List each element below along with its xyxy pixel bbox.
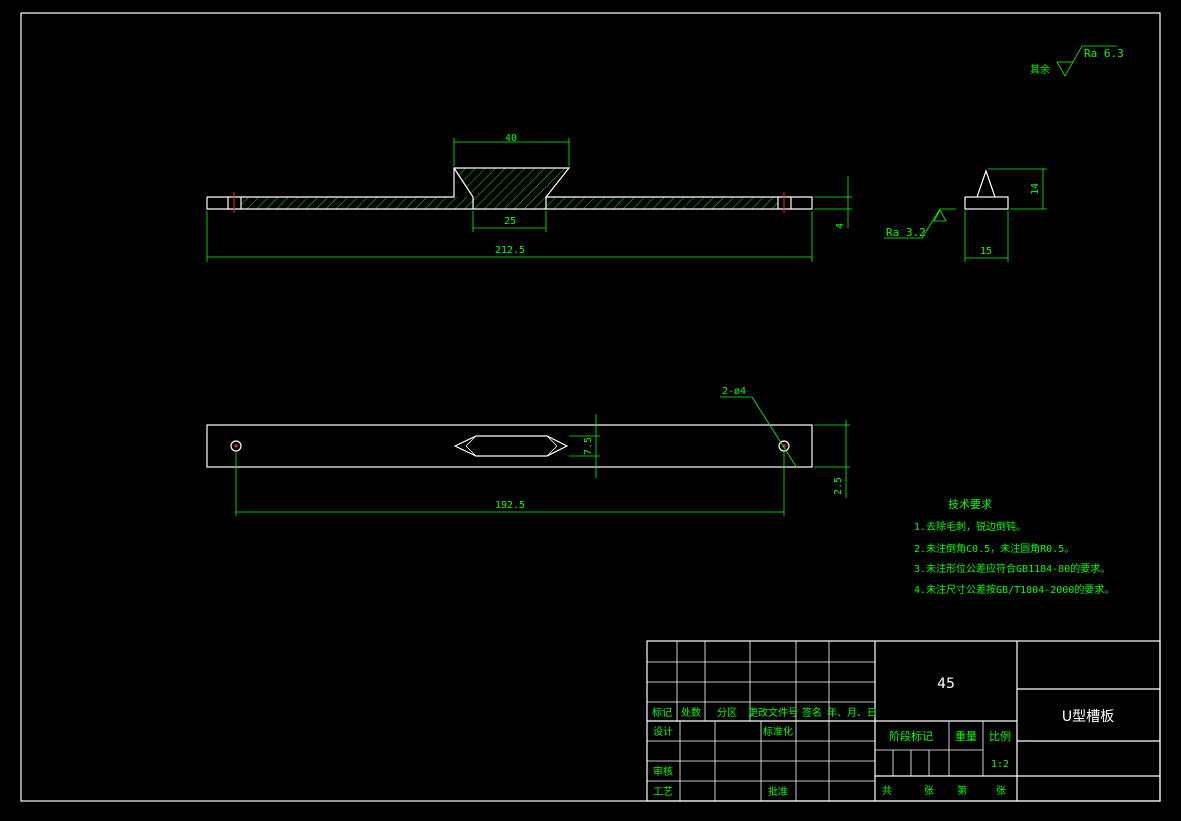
label-page: 第 bbox=[957, 784, 967, 797]
dim-neck-width: 25 bbox=[504, 216, 516, 227]
hdr-count: 处数 bbox=[681, 706, 701, 719]
hdr-doc: 更改文件号 bbox=[748, 706, 798, 719]
label-process: 工艺 bbox=[653, 786, 673, 798]
roughness-general-value: Ra 6.3 bbox=[1084, 47, 1124, 60]
roughness-side-value: Ra 3.2 bbox=[886, 226, 926, 239]
side-view: 14 15 Ra 3.2 bbox=[884, 168, 1047, 262]
hatch-center bbox=[454, 168, 569, 209]
dim-hole-spacing: 192.5 bbox=[495, 500, 525, 511]
dim-side-height: 14 bbox=[1030, 183, 1041, 195]
side-tooth bbox=[976, 169, 996, 198]
hdr-mark: 标记 bbox=[652, 707, 672, 719]
hole-left bbox=[230, 440, 242, 452]
dim-top-width: 40 bbox=[505, 133, 517, 144]
dim-side-width: 15 bbox=[980, 246, 992, 257]
dim-height-right: 4 bbox=[835, 223, 846, 229]
label-page-sheets: 张 bbox=[996, 785, 1006, 797]
plan-view: 7.5 2.5 192.5 2-ø4 bbox=[206, 386, 850, 516]
label-weight: 重量 bbox=[955, 729, 977, 743]
general-roughness-symbol: 其余 Ra 6.3 bbox=[1030, 45, 1124, 77]
label-scale: 比例 bbox=[989, 729, 1011, 743]
note-3: 3.未注形位公差应符合GB1184-80的要求。 bbox=[914, 562, 1110, 575]
label-approve: 批准 bbox=[768, 785, 788, 798]
hole-callout: 2-ø4 bbox=[722, 386, 746, 397]
roughness-general-label: 其余 bbox=[1030, 63, 1050, 76]
hdr-date: 年、月、日 bbox=[827, 706, 877, 719]
notes-title: 技术要求 bbox=[948, 498, 992, 511]
hdr-zone: 分区 bbox=[717, 707, 737, 719]
material: 45 bbox=[937, 676, 955, 692]
hatch-left bbox=[241, 197, 473, 209]
drawing-frame bbox=[20, 12, 1161, 802]
side-base bbox=[964, 196, 1009, 210]
section-view: 40 25 212.5 4 bbox=[206, 133, 852, 262]
dim-edge-offset: 2.5 bbox=[833, 477, 844, 495]
note-2: 2.未注倒角C0.5，未注圆角R0.5。 bbox=[914, 542, 1074, 555]
technical-requirements: 技术要求 1.去除毛刺，锐边倒钝。 2.未注倒角C0.5，未注圆角R0.5。 3… bbox=[914, 498, 1114, 596]
dim-overall-length: 212.5 bbox=[495, 245, 525, 256]
label-total: 共 bbox=[882, 785, 892, 797]
hole-right bbox=[778, 440, 790, 452]
label-standardize: 标准化 bbox=[763, 725, 793, 738]
note-4: 4.未注尺寸公差按GB/T1804-2000的要求。 bbox=[914, 583, 1114, 596]
label-review: 审核 bbox=[653, 765, 673, 778]
label-design: 设计 bbox=[653, 725, 673, 738]
title-block: 标记 处数 分区 更改文件号 签名 年、月、日 设计 标准化 审核 工艺 批准 … bbox=[646, 640, 1161, 802]
note-1: 1.去除毛刺，锐边倒钝。 bbox=[914, 520, 1026, 533]
hdr-sign: 签名 bbox=[802, 706, 822, 719]
part-name: U型槽板 bbox=[1062, 709, 1114, 725]
label-sheets: 张 bbox=[924, 785, 934, 797]
plate-outline bbox=[206, 424, 813, 468]
dim-slot-width: 7.5 bbox=[583, 437, 594, 455]
hatch-right bbox=[546, 197, 778, 209]
label-stage-mark: 阶段标记 bbox=[889, 729, 933, 743]
scale-value: 1:2 bbox=[991, 759, 1009, 770]
